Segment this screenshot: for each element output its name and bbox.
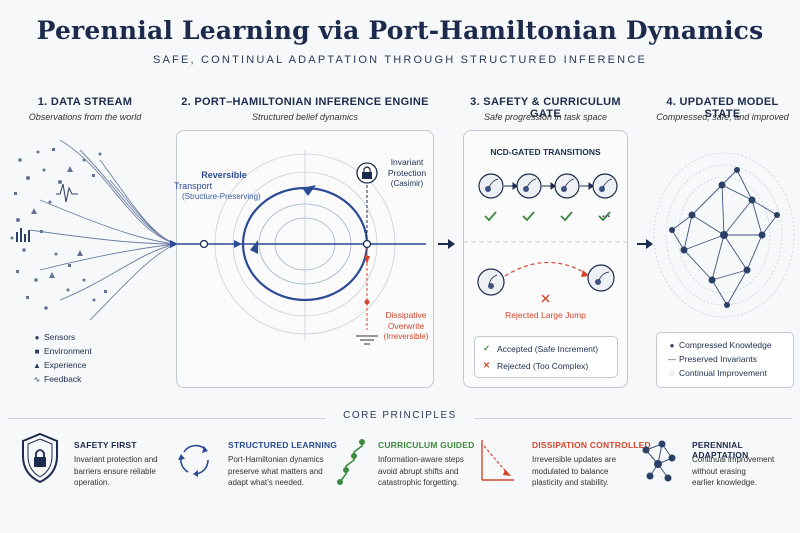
invariant-label-2: Protection — [387, 168, 427, 178]
model-legend-box: ●Compressed Knowledge —Preserved Invaria… — [656, 332, 794, 388]
bar-glyph — [16, 228, 30, 242]
legend-accepted: ✓ Accepted (Safe Increment) — [483, 343, 599, 354]
principle-title-structured: STRUCTURED LEARNING — [228, 440, 338, 450]
reversible-label: Reversible — [201, 170, 247, 180]
dissipative-label-2: Overwrite — [387, 321, 425, 331]
column-heading-gate: 3. SAFETY & CURRICULUM GATE — [470, 96, 621, 120]
dashed-circle-icon: ◌ — [669, 368, 675, 378]
check-icons — [484, 211, 611, 222]
reversible-sub-label: Transport — [174, 181, 213, 191]
invariant-label-1: Invariant — [390, 157, 424, 167]
column-caption-model-state: Compressed, safe, and improved — [656, 112, 789, 122]
dissipative-label-1: Dissipative — [385, 310, 427, 320]
network-icon — [642, 440, 676, 482]
gate-ellipsis: ... — [602, 209, 611, 220]
check-icon: ✓ — [483, 343, 491, 353]
legend-feedback: ∿Feedback — [30, 372, 92, 386]
gate-diagram — [463, 173, 628, 303]
network-nodes — [669, 167, 780, 308]
column-caption-gate: Safe progression in task space — [483, 112, 608, 122]
x-icon — [541, 294, 550, 303]
invariant-paren-label: (Casimir) — [390, 179, 424, 188]
core-divider-left — [8, 418, 326, 419]
square-icon: ■ — [34, 346, 40, 356]
flow-arrow-icon — [637, 239, 653, 249]
wave-icon: ∿ — [33, 374, 41, 384]
principle-title-dissipation: DISSIPATION CONTROLLED — [532, 440, 651, 450]
gate-legend-box: ✓ Accepted (Safe Increment) ✕ Rejected (… — [474, 336, 618, 378]
data-particles — [10, 148, 107, 310]
column-heading-engine: 2. PORT–HAMILTONIAN INFERENCE ENGINE — [181, 96, 429, 108]
dissipative-paren-label: (Irreversible) — [383, 332, 429, 341]
legend-sensors: ●Sensors — [30, 330, 92, 344]
dissipation-chart-icon — [481, 440, 514, 481]
dot-icon: ● — [669, 340, 675, 350]
network-edges — [671, 169, 778, 306]
shield-icon — [22, 432, 58, 484]
flow-arrow-icon — [438, 239, 455, 249]
principle-title-curriculum: CURRICULUM GUIDED — [378, 440, 475, 450]
stream-curves — [29, 139, 177, 321]
principle-title-perennial: PERENNIAL ADAPTATION — [692, 440, 749, 460]
page-title: Perennial Learning via Port-Hamiltonian … — [36, 16, 764, 45]
legend-experience: ▲Experience — [30, 358, 92, 372]
triangle-icon: ▲ — [33, 360, 41, 370]
cycle-icon — [178, 444, 209, 477]
feedback-wave-glyph — [56, 183, 78, 203]
core-divider-right — [474, 418, 792, 419]
principle-title-safety: SAFETY FIRST — [74, 440, 137, 450]
column-heading-model-state: 4. UPDATED MODEL STATE — [666, 96, 779, 120]
gate-title: NCD-GATED TRANSITIONS — [490, 147, 601, 157]
circle-icon: ● — [34, 332, 40, 342]
legend-rejected: ✕ Rejected (Too Complex) — [483, 360, 589, 371]
data-stream-legend: ●Sensors ■Environment ▲Experience ∿Feedb… — [30, 330, 92, 386]
data-stream-graphic — [10, 139, 178, 321]
legend-environment: ■Environment — [30, 344, 92, 358]
curriculum-steps-icon — [337, 439, 365, 485]
column-caption-engine: Structured belief dynamics — [251, 112, 359, 122]
legend-continual-improvement: ◌Continual Improvement — [665, 366, 772, 380]
engine-diagram — [176, 150, 426, 345]
reversible-paren-label: (Structure-Preserving) — [182, 192, 261, 201]
page-subtitle: SAFE, CONTINUAL ADAPTATION THROUGH STRUC… — [152, 54, 647, 66]
core-principles-title: CORE PRINCIPLES — [343, 410, 457, 421]
column-caption-data-stream: Observations from the world — [28, 112, 142, 122]
legend-compressed-knowledge: ●Compressed Knowledge — [665, 338, 772, 352]
rejected-jump-label: Rejected Large Jump — [505, 310, 586, 320]
model-state-graphic — [653, 152, 795, 318]
column-heading-data-stream: 1. DATA STREAM — [37, 96, 133, 108]
stream-arrowhead — [170, 240, 178, 248]
legend-preserved-invariants: —Preserved Invariants — [665, 352, 772, 366]
x-icon: ✕ — [483, 360, 491, 370]
line-icon: — — [668, 354, 676, 364]
